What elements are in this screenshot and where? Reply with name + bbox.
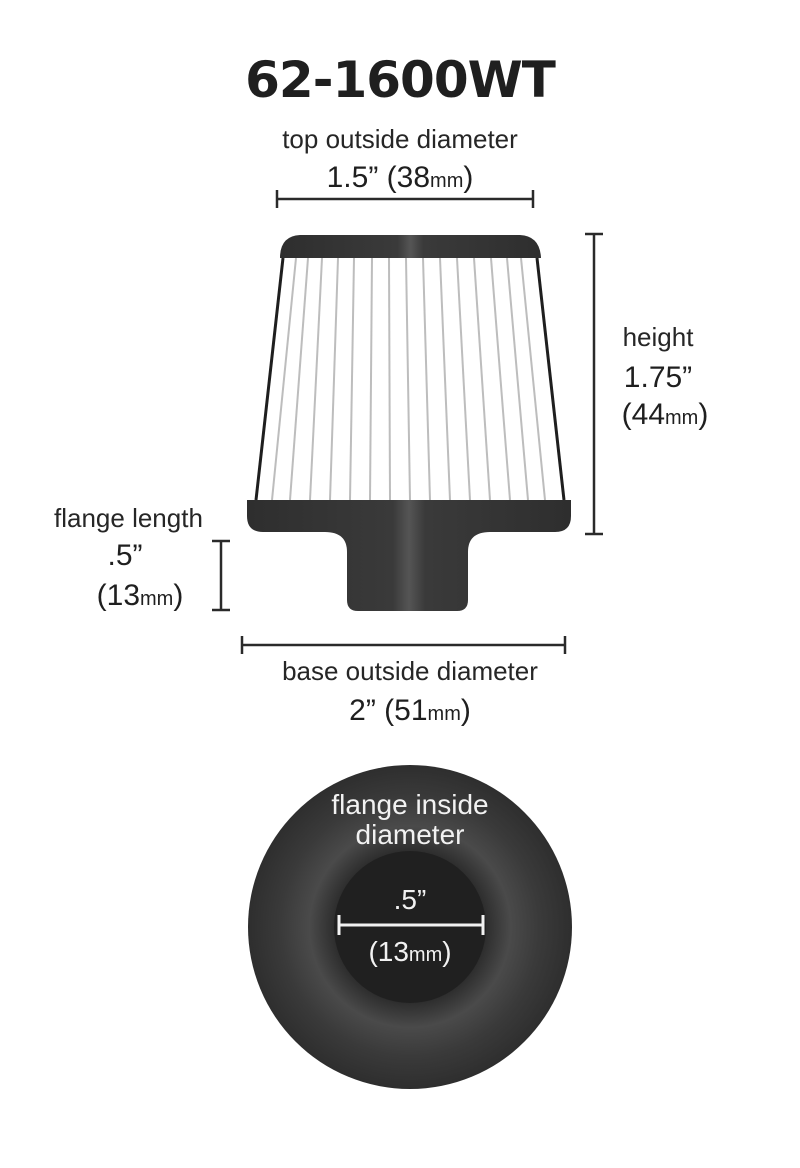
height-mm: (44mm) bbox=[621, 398, 709, 431]
flange-length-dimension-line bbox=[212, 539, 230, 612]
base-diameter-value: 2” (51mm) bbox=[210, 693, 610, 732]
top-diameter-value: 1.5” (38mm) bbox=[200, 160, 600, 199]
flange-bottom-view-icon bbox=[248, 765, 572, 1089]
height-label: height bbox=[622, 322, 694, 352]
base-diameter-inches: 2” bbox=[349, 694, 376, 727]
top-diameter-inches: 1.5” bbox=[326, 161, 379, 194]
flange-inside-label-line2: diameter bbox=[355, 819, 465, 850]
base-diameter-mm: (51mm) bbox=[384, 694, 471, 727]
flange-inside-label-line1: flange inside bbox=[331, 789, 489, 820]
top-diameter-label: top outside diameter bbox=[282, 124, 518, 154]
top-diameter-dimension-line bbox=[275, 190, 535, 208]
part-number-title: 62-1600WT bbox=[245, 51, 556, 109]
flange-inside-mm: (13mm) bbox=[368, 936, 452, 967]
height-dimension-line bbox=[585, 232, 603, 536]
height-inches: 1.75” bbox=[623, 361, 693, 394]
air-filter-side-view-icon bbox=[247, 235, 571, 611]
flange-length-label: flange length bbox=[54, 503, 203, 533]
base-diameter-label: base outside diameter bbox=[282, 656, 538, 686]
base-diameter-dimension-line bbox=[240, 636, 567, 654]
flange-inside-inches: .5” bbox=[393, 884, 427, 915]
flange-length-inches: .5” bbox=[107, 539, 143, 572]
top-diameter-mm: (38mm) bbox=[386, 161, 474, 194]
flange-length-mm: (13mm) bbox=[96, 579, 184, 612]
